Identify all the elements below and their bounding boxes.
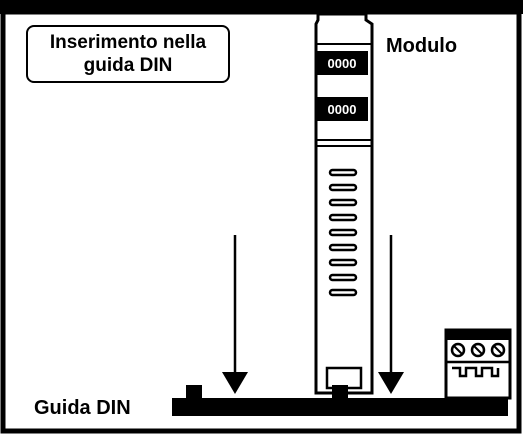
module: 0000 0000 bbox=[314, 12, 374, 395]
title-box: Inserimento nella guida DIN bbox=[26, 25, 230, 83]
rail-terminal-block bbox=[444, 328, 512, 400]
vent-slot bbox=[328, 273, 358, 282]
vent-slot bbox=[328, 288, 358, 297]
din-rail bbox=[172, 385, 508, 416]
vent-slot bbox=[328, 198, 358, 207]
vent-slot bbox=[328, 213, 358, 222]
terminal-lower-text: 0000 bbox=[328, 102, 357, 117]
terminal-upper-text: 0000 bbox=[328, 56, 357, 71]
terminal-block-upper bbox=[316, 51, 368, 75]
rail-bar bbox=[172, 398, 508, 416]
vent-slots bbox=[328, 168, 358, 297]
module-label: Modulo bbox=[386, 35, 458, 57]
vent-slot bbox=[328, 228, 358, 237]
vent-slot bbox=[328, 183, 358, 192]
din-rail-label: Guida DIN bbox=[34, 397, 131, 419]
vent-slot bbox=[328, 168, 358, 177]
vent-slot bbox=[328, 258, 358, 267]
arrow-right bbox=[378, 235, 404, 394]
title-line-2: guida DIN bbox=[83, 55, 173, 76]
rail-stop-left bbox=[186, 385, 202, 401]
arrow-left bbox=[222, 235, 248, 394]
rail-stop-middle bbox=[332, 385, 348, 401]
terminal-block-lower bbox=[316, 97, 368, 121]
outer-border bbox=[0, 9, 522, 434]
vent-slot bbox=[328, 243, 358, 252]
title-line-1: Inserimento nella bbox=[49, 32, 207, 53]
